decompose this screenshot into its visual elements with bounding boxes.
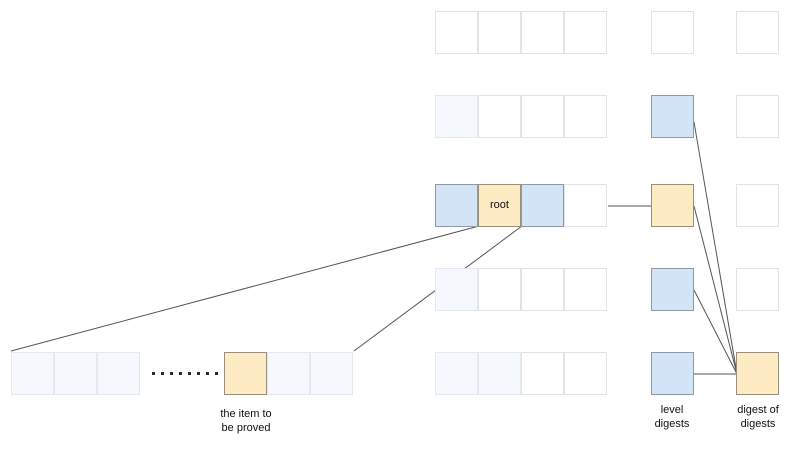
connector-root-to-left-strip (10, 225, 480, 352)
grid-cell-r2c3 (521, 95, 564, 138)
connector-level2-to-digest (693, 121, 738, 375)
grid-cell-r3c3 (521, 184, 564, 227)
caption-item-to-be-proved: the item to be proved (220, 408, 272, 434)
level-digest-r3 (651, 184, 694, 227)
grid-cell-root: root (478, 184, 521, 227)
bottom-strip-cell-2 (54, 352, 97, 395)
grid-cell-r4c2 (478, 268, 521, 311)
outer-digest-r1 (736, 11, 779, 54)
grid-cell-r5c1 (435, 352, 478, 395)
bottom-strip-cell-5 (267, 352, 310, 395)
item-to-be-proved-cell (224, 352, 267, 395)
grid-cell-r4c4 (564, 268, 607, 311)
grid-cell-r4c1 (435, 268, 478, 311)
level-digest-r1 (651, 11, 694, 54)
bottom-strip-cell-6 (310, 352, 353, 395)
digest-of-digests-box (736, 352, 779, 395)
connector-level3-to-digest (693, 205, 738, 375)
grid-cell-r3c1 (435, 184, 478, 227)
grid-cell-r5c3 (521, 352, 564, 395)
outer-digest-r4 (736, 268, 779, 311)
strip-ellipsis (152, 372, 218, 375)
grid-cell-r1c4 (564, 11, 607, 54)
bottom-strip-cell-3 (97, 352, 140, 395)
grid-cell-r3c4 (564, 184, 607, 227)
level-digest-r4 (651, 268, 694, 311)
caption-level-digests: level digests (654, 404, 690, 430)
grid-cell-r5c4 (564, 352, 607, 395)
level-digest-r2 (651, 95, 694, 138)
grid-cell-r1c1 (435, 11, 478, 54)
caption-digest-of-digests: digest of digests (737, 404, 779, 430)
level-digest-r5 (651, 352, 694, 395)
grid-cell-r4c3 (521, 268, 564, 311)
connector-level4-to-digest (693, 289, 738, 375)
root-label: root (490, 199, 509, 211)
bottom-strip-cell-1 (11, 352, 54, 395)
grid-cell-r5c2 (478, 352, 521, 395)
grid-cell-r1c2 (478, 11, 521, 54)
grid-cell-r2c2 (478, 95, 521, 138)
outer-digest-r3 (736, 184, 779, 227)
grid-cell-r2c1 (435, 95, 478, 138)
grid-cell-r1c3 (521, 11, 564, 54)
outer-digest-r2 (736, 95, 779, 138)
grid-cell-r2c4 (564, 95, 607, 138)
